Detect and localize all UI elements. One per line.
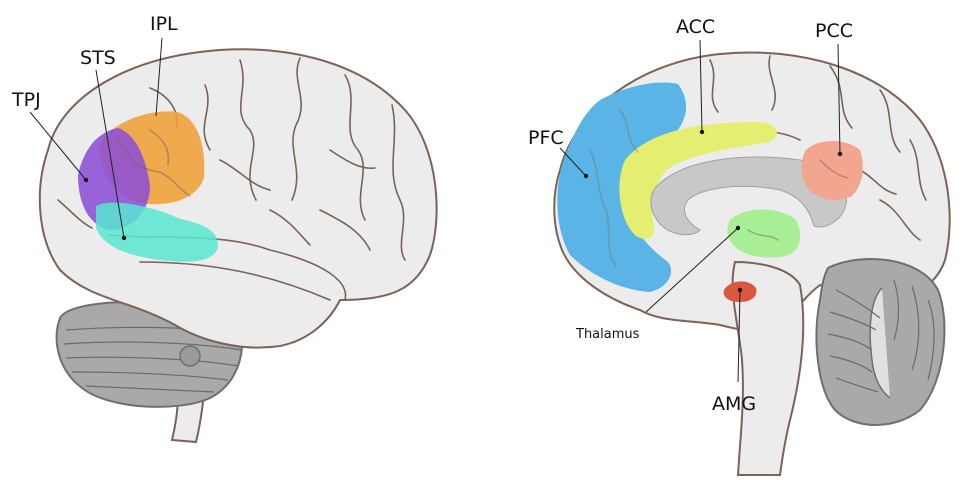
label-pfc: PFC: [528, 127, 564, 149]
medial-cerebellum: [816, 259, 944, 425]
lateral-brain-view: IPL STS TPJ: [11, 13, 437, 442]
label-pcc: PCC: [815, 20, 853, 42]
label-ipl: IPL: [150, 13, 178, 35]
label-tpj: TPJ: [11, 89, 41, 111]
label-thalamus: Thalamus: [575, 327, 640, 342]
medial-brain-view: ACC PCC PFC Thalamus AMG: [528, 16, 950, 475]
label-acc: ACC: [676, 16, 715, 38]
label-amg: AMG: [712, 393, 756, 415]
label-sts: STS: [80, 47, 116, 69]
